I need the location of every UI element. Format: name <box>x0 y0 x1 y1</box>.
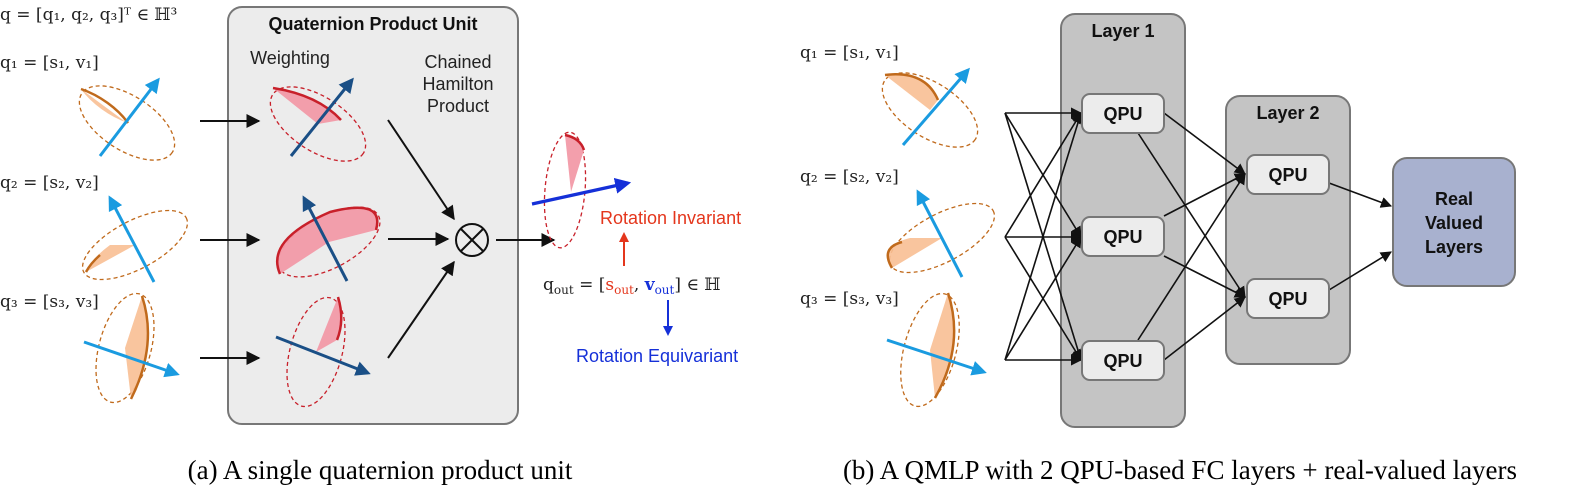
layer2-qpu-1: QPU <box>1246 154 1330 195</box>
panel-a: q = [q₁, q₂, q₃]ᵀ ∈ ℍ³ Quaternion Produc… <box>0 5 741 485</box>
caption-b: (b) A QMLP with 2 QPU-based FC layers + … <box>843 455 1517 485</box>
svg-text:QPU: QPU <box>1103 104 1142 124</box>
rotation-glyph-q1 <box>78 77 176 161</box>
input-q2-label: q₂ = [s₂, v₂] <box>0 173 99 193</box>
svg-text:QPU: QPU <box>1268 289 1307 309</box>
weighted-glyph-3 <box>275 296 371 408</box>
layer2-qpu-2: QPU <box>1246 278 1330 319</box>
caption-a: (a) A single quaternion product unit <box>188 455 573 485</box>
svg-text:Layers: Layers <box>1425 237 1483 257</box>
b-input-q2-label: q₂ = [s₂, v₂] <box>800 167 899 187</box>
b-rotation-glyph-q3 <box>886 292 987 408</box>
svg-text:Valued: Valued <box>1425 213 1483 233</box>
chained-label-line-1: Chained <box>424 52 491 72</box>
rotation-equivariant-label: Rotation Equivariant <box>576 346 738 366</box>
b-input-q1-label: q₁ = [s₁, v₁] <box>800 43 899 63</box>
svg-text:QPU: QPU <box>1103 227 1142 247</box>
b-rotation-glyph-q2 <box>886 189 996 278</box>
input-q3-label: q₃ = [s₃, v₃] <box>0 292 99 312</box>
layer-2-box <box>1225 95 1351 365</box>
layer1-qpu-3: QPU <box>1081 340 1165 381</box>
weighting-label: Weighting <box>250 48 330 68</box>
arrow-weighted-3-to-product <box>387 260 455 359</box>
svg-text:Real: Real <box>1435 189 1473 209</box>
b-rotation-glyph-q1 <box>881 67 979 148</box>
arrow-weighted-1-to-product <box>387 119 455 221</box>
chained-label-line-3: Product <box>427 96 489 116</box>
panel-b: q₁ = [s₁, v₁] q₂ = [s₂, v₂] q₃ = [s₃, v₃… <box>800 13 1517 485</box>
output-rotation-glyph <box>531 131 632 249</box>
layer-1-title: Layer 1 <box>1091 21 1154 41</box>
qpu-unit-title: Quaternion Product Unit <box>269 14 478 34</box>
hamilton-product-symbol <box>455 223 489 257</box>
rotation-glyph-q3 <box>83 292 180 404</box>
weighted-glyph-1 <box>269 77 367 162</box>
layer2-to-real-connections <box>1328 182 1393 291</box>
layer1-to-layer2-connections <box>1137 112 1246 361</box>
svg-text:QPU: QPU <box>1268 165 1307 185</box>
output-quaternion-formula: qout = [sout, vout] ∈ ℍ <box>543 275 720 297</box>
chained-label-line-2: Hamilton <box>422 74 493 94</box>
b-input-q3-label: q₃ = [s₃, v₃] <box>800 289 899 309</box>
svg-text:QPU: QPU <box>1103 351 1142 371</box>
layer-2-title: Layer 2 <box>1256 103 1319 123</box>
rotation-invariant-label: Rotation Invariant <box>600 208 741 228</box>
real-valued-layers-box: Real Valued Layers <box>1392 157 1516 287</box>
input-fan-connections <box>1004 107 1084 366</box>
layer1-qpu-2: QPU <box>1081 216 1165 257</box>
quaternion-vector-definition: q = [q₁, q₂, q₃]ᵀ ∈ ℍ³ <box>0 5 177 25</box>
layer1-qpu-1: QPU <box>1081 93 1165 134</box>
input-q1-label: q₁ = [s₁, v₁] <box>0 53 99 73</box>
weighted-glyph-2 <box>275 195 381 282</box>
rotation-glyph-q2 <box>81 195 189 283</box>
